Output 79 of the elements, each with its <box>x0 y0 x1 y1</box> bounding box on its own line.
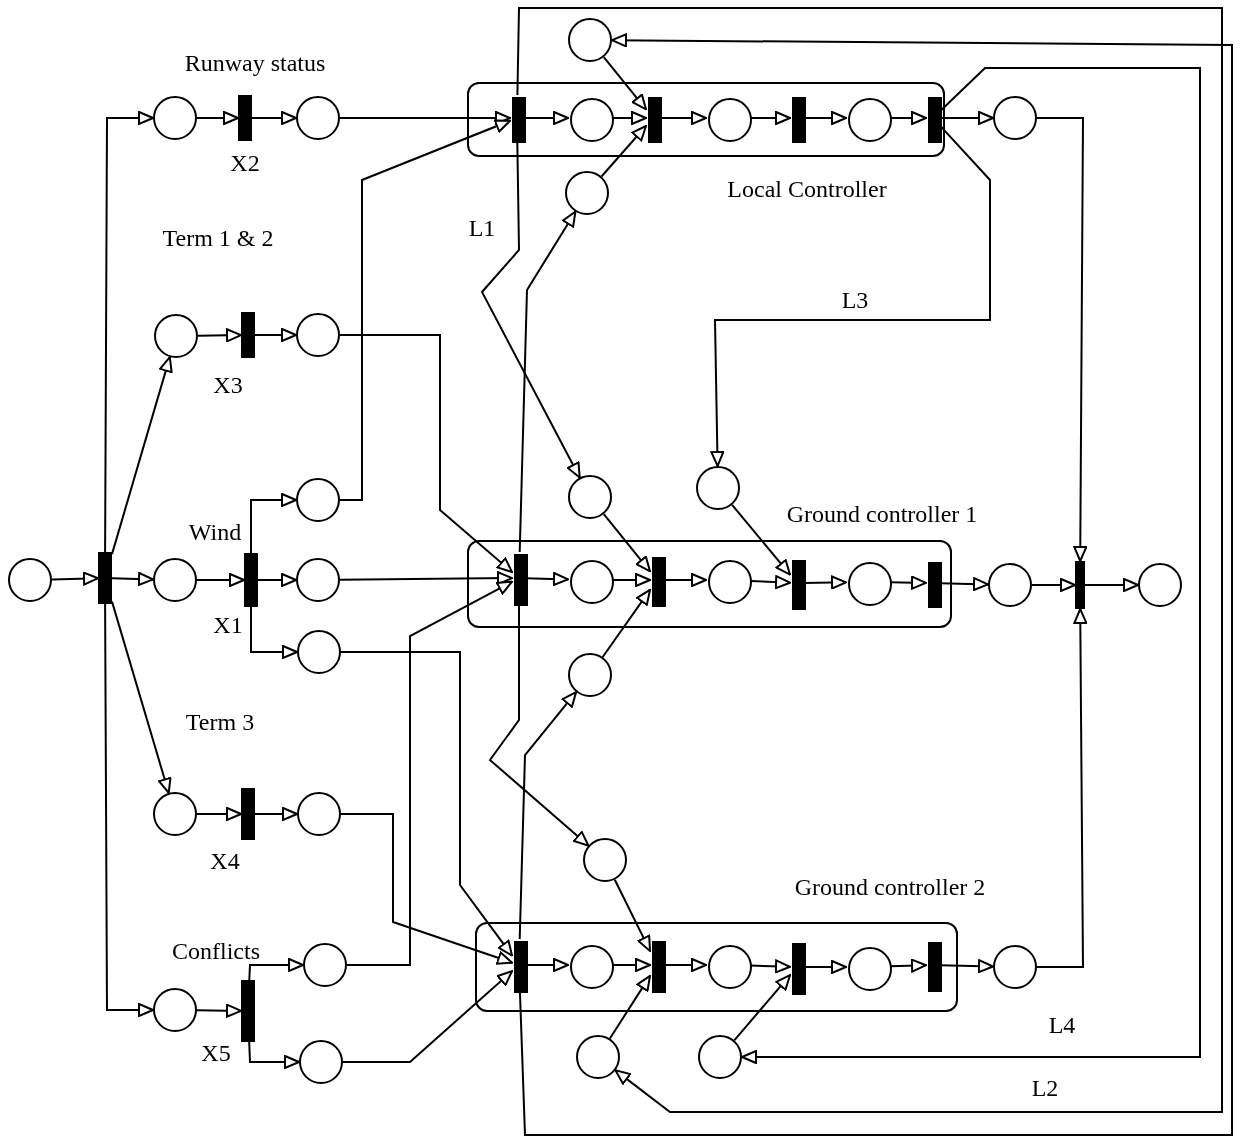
arrow <box>248 1041 300 1069</box>
transition-bar <box>928 562 942 608</box>
arrow <box>197 328 242 343</box>
arrow <box>196 573 245 587</box>
arrow <box>741 67 1201 1064</box>
transition-bar <box>928 942 942 992</box>
arrow <box>1084 578 1139 592</box>
transition-bar <box>792 97 806 143</box>
arrow <box>939 111 994 125</box>
arrow <box>602 513 651 573</box>
arrow <box>340 813 513 965</box>
transition-bar <box>792 943 806 995</box>
arrow <box>51 571 99 586</box>
arrow <box>257 573 297 587</box>
group-title: Ground controller 1 <box>786 502 978 526</box>
arrow <box>488 603 590 847</box>
transition-bar <box>928 97 942 143</box>
arrow <box>803 111 847 125</box>
arrow <box>663 958 707 972</box>
arrow <box>250 493 297 554</box>
arrow <box>196 807 242 821</box>
arrow <box>663 573 707 587</box>
arrow <box>340 651 513 957</box>
transition-bar <box>652 557 666 607</box>
arrow <box>111 572 154 586</box>
transition-label: X3 <box>213 373 243 397</box>
arrow <box>111 356 173 556</box>
transition-bar <box>652 941 666 993</box>
arrow <box>111 600 172 794</box>
arrow <box>523 111 569 125</box>
transition-bar <box>648 97 662 143</box>
row-label: Conflicts <box>172 939 260 963</box>
transition-bar <box>1075 561 1085 609</box>
arrow <box>525 958 569 972</box>
arrow <box>339 334 513 573</box>
transition-bar <box>98 552 112 604</box>
transition-label: X1 <box>213 613 243 637</box>
arrow <box>254 807 298 821</box>
group-title: Local Controller <box>727 177 887 201</box>
row-label: Term 3 <box>185 710 255 734</box>
transition-label: X5 <box>201 1041 231 1065</box>
arrow <box>248 958 304 981</box>
row-label: Wind <box>188 520 242 544</box>
row-label: Runway status <box>184 51 326 75</box>
arrow <box>342 970 513 1063</box>
arrow <box>339 119 511 501</box>
arrow <box>1031 578 1076 592</box>
arrow <box>250 606 298 659</box>
arrow <box>518 210 577 553</box>
row-label: Term 1 & 2 <box>162 226 274 250</box>
transition-label: X4 <box>210 849 240 873</box>
arrow <box>196 1003 242 1018</box>
transition-bar <box>514 554 528 606</box>
arrow <box>602 56 647 111</box>
transition-bar <box>512 97 526 143</box>
transition-bar <box>514 941 528 993</box>
arrow <box>1036 117 1088 562</box>
arrow <box>525 572 569 586</box>
transition-label: X2 <box>230 151 260 175</box>
arrow <box>803 575 847 590</box>
arrow <box>939 577 989 592</box>
arrow <box>731 503 791 576</box>
arrow <box>600 125 647 178</box>
arrow <box>346 580 513 966</box>
arrow <box>104 603 154 1017</box>
arrow <box>518 691 578 940</box>
arrow <box>196 111 239 125</box>
arrow <box>1036 608 1088 968</box>
arrow <box>251 111 297 125</box>
group-title: Ground controller 2 <box>794 875 986 899</box>
arrow <box>104 111 154 553</box>
arrow <box>601 588 651 658</box>
arrow <box>939 959 994 974</box>
transition-bar <box>792 560 806 610</box>
arrow <box>710 124 991 467</box>
arrow <box>659 111 707 125</box>
arrow <box>803 960 847 974</box>
arrow <box>733 974 791 1042</box>
arrow <box>254 328 297 342</box>
